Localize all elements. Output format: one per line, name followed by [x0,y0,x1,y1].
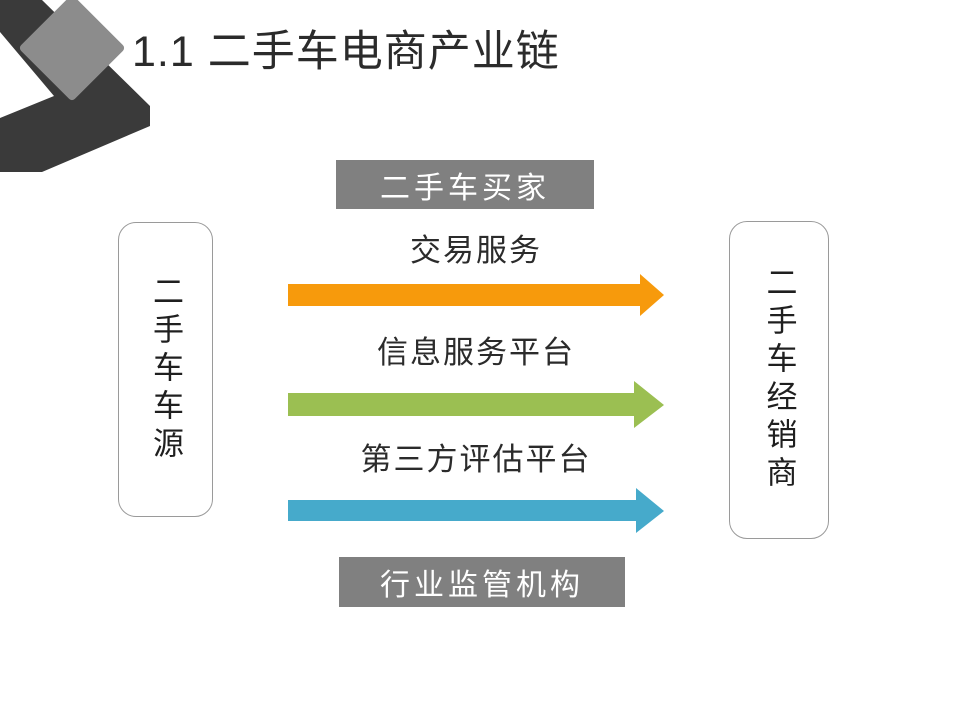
corner-diamond-icon [19,0,125,101]
flow-label-info-platform: 信息服务平台 [377,335,575,370]
flow-label-appraisal-platform: 第三方评估平台 [360,442,592,477]
node-buyer-banner[interactable]: 二手车买家 [336,160,594,209]
node-regulator-label: 行业监管机构 [380,569,584,602]
node-car-source-label: 二手车车源 [148,274,183,465]
node-regulator-banner[interactable]: 行业监管机构 [339,557,625,607]
node-buyer-label: 二手车买家 [380,171,550,205]
node-car-dealer[interactable]: 二手车经销商 [729,221,829,539]
flow-arrow-trade-service[interactable] [288,274,664,318]
flow-arrow-info-platform[interactable] [288,381,664,429]
corner-decoration [0,0,150,172]
corner-chevron-icon [0,0,150,172]
node-car-dealer-label: 二手车经销商 [761,266,797,494]
flow-arrow-appraisal-platform[interactable] [288,487,664,535]
page-title: 1.1 二手车电商产业链 [132,28,560,76]
flow-label-trade-service: 交易服务 [410,233,542,268]
node-car-source[interactable]: 二手车车源 [118,222,213,517]
